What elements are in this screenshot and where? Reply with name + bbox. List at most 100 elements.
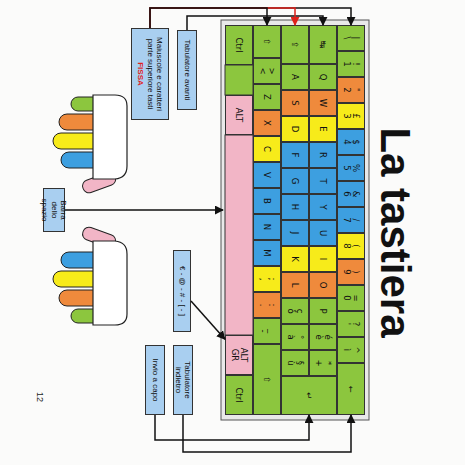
callout-box: Maiuscole e caratteri parte superiore ta… bbox=[131, 28, 169, 120]
key-label: B bbox=[263, 198, 272, 204]
keyboard-key: Ctrl bbox=[225, 375, 253, 415]
keyboard-key: G bbox=[281, 168, 309, 194]
palm bbox=[93, 95, 127, 179]
key-label: J bbox=[291, 232, 300, 235]
key-label: P bbox=[319, 308, 328, 313]
key-label: ↵ bbox=[305, 392, 314, 399]
keyboard-key: % 5 bbox=[337, 155, 365, 181]
key-label: V bbox=[263, 172, 272, 178]
key-label: E bbox=[319, 126, 328, 131]
keyboard-key: T bbox=[309, 168, 337, 194]
key-label: ⇧ bbox=[263, 38, 272, 45]
key-label: ← bbox=[347, 385, 356, 392]
left-hand bbox=[53, 95, 127, 195]
key-label: Ctrl bbox=[235, 37, 244, 52]
keyboard-key: ALT GR bbox=[225, 335, 253, 375]
right-hand bbox=[53, 225, 127, 325]
keyboard-key: D bbox=[281, 116, 309, 142]
key-label: C bbox=[263, 146, 272, 152]
pointer-arrow bbox=[155, 415, 309, 440]
title: La tastiera bbox=[371, 0, 419, 465]
keyboard-key: Z bbox=[253, 84, 281, 110]
keyboard-key: ⇧ bbox=[253, 344, 281, 415]
keyboard-key: O bbox=[309, 272, 337, 298]
keyboard-key: C bbox=[253, 136, 281, 162]
key-label: K bbox=[291, 256, 300, 262]
key-label: H bbox=[291, 204, 300, 210]
key-label: L bbox=[291, 283, 300, 288]
key-label: _ - bbox=[258, 329, 276, 333]
keyboard-key: § ù bbox=[281, 350, 309, 376]
key-label: F bbox=[291, 153, 300, 158]
callout-text: Tabulatore avanti bbox=[182, 40, 192, 101]
key-label: N bbox=[263, 224, 272, 230]
key-label: X bbox=[263, 120, 272, 126]
space-bar bbox=[225, 135, 253, 335]
keyboard-key: $ 4 bbox=[337, 129, 365, 155]
keyboard-key: L bbox=[281, 272, 309, 298]
keyboard-key: E bbox=[309, 116, 337, 142]
keyboard-key: £ 3 bbox=[337, 103, 365, 129]
keyboard-key: S bbox=[281, 90, 309, 116]
keyboard-key: ALT bbox=[225, 95, 253, 135]
keyboard-key: & 6 bbox=[337, 181, 365, 207]
page-number: 12 bbox=[35, 392, 45, 402]
pointer-arrow bbox=[191, 301, 225, 339]
key-label: T bbox=[319, 178, 328, 183]
key-label: ALT GR bbox=[230, 348, 248, 363]
keyboard-key: ; , bbox=[253, 266, 281, 292]
keyboard-key: : . bbox=[253, 292, 281, 318]
callout-box: € - @ - # - [ - ] bbox=[173, 250, 191, 332]
leader-line bbox=[65, 209, 223, 211]
key-label: ! 1 bbox=[342, 61, 360, 66]
callout-text: Barra dello spazio bbox=[40, 191, 69, 229]
keyboard-key: Y bbox=[309, 194, 337, 220]
callout-box: Barra dello spazio bbox=[43, 188, 65, 232]
key-label: Z bbox=[263, 94, 272, 100]
keyboard-key: ( 8 bbox=[337, 233, 365, 259]
key-label: % 5 bbox=[342, 164, 360, 172]
keyboard-key: " 2 bbox=[337, 77, 365, 103]
key-label: ç ò bbox=[286, 308, 304, 313]
key-label: I bbox=[319, 258, 328, 261]
keyboard-key: B bbox=[253, 188, 281, 214]
keyboard-key: > < bbox=[253, 58, 281, 84]
keyboard-key: Ctrl bbox=[225, 25, 253, 65]
key-label: $ 4 bbox=[342, 139, 360, 144]
callout-text: Tabulatore indietro bbox=[174, 348, 193, 412]
keyboard-key: P bbox=[309, 298, 337, 324]
keyboard-key: * + bbox=[309, 350, 337, 376]
keyboard-key: ) 9 bbox=[337, 259, 365, 285]
key-label: ⇧ bbox=[263, 376, 272, 383]
key-label: W bbox=[319, 99, 328, 107]
keyboard-key: F bbox=[281, 142, 309, 168]
keyboard-key: U bbox=[309, 220, 337, 246]
key-label: ) 9 bbox=[342, 269, 360, 274]
key-label: ALT bbox=[235, 108, 244, 123]
keyboard-key: A bbox=[281, 64, 309, 90]
key-label: Ctrl bbox=[235, 387, 244, 402]
callout-box: Invio a capo bbox=[145, 345, 165, 415]
key-label: £ 3 bbox=[342, 113, 360, 118]
keyboard-key: ↵ bbox=[281, 376, 337, 415]
keyboard-key: é è bbox=[309, 324, 337, 350]
key-label: ( 8 bbox=[342, 243, 360, 248]
key-label: ⇪ bbox=[291, 41, 300, 48]
keyboard-key: V bbox=[253, 162, 281, 188]
keyboard-key: / 7 bbox=[337, 207, 365, 233]
callout-text: € - @ - # - [ - ] bbox=[177, 266, 187, 316]
key-label: > < bbox=[258, 67, 276, 74]
callout-box: Tabulatore indietro bbox=[173, 345, 193, 415]
keyboard-key: W bbox=[309, 90, 337, 116]
palm bbox=[93, 241, 127, 325]
callout-text: Maiuscole e caratteri parte superiore ta… bbox=[145, 31, 164, 117]
key-label: / 7 bbox=[342, 217, 360, 222]
key-label: " 2 bbox=[342, 87, 360, 92]
callout-text: Invio a capo bbox=[150, 358, 160, 401]
key-label: | \ bbox=[342, 37, 360, 40]
callout-text: FISSA bbox=[136, 62, 146, 86]
key-label: ? ' bbox=[342, 322, 360, 327]
keyboard-key: ⇪ bbox=[281, 25, 309, 64]
keyboard-frame bbox=[221, 20, 369, 420]
